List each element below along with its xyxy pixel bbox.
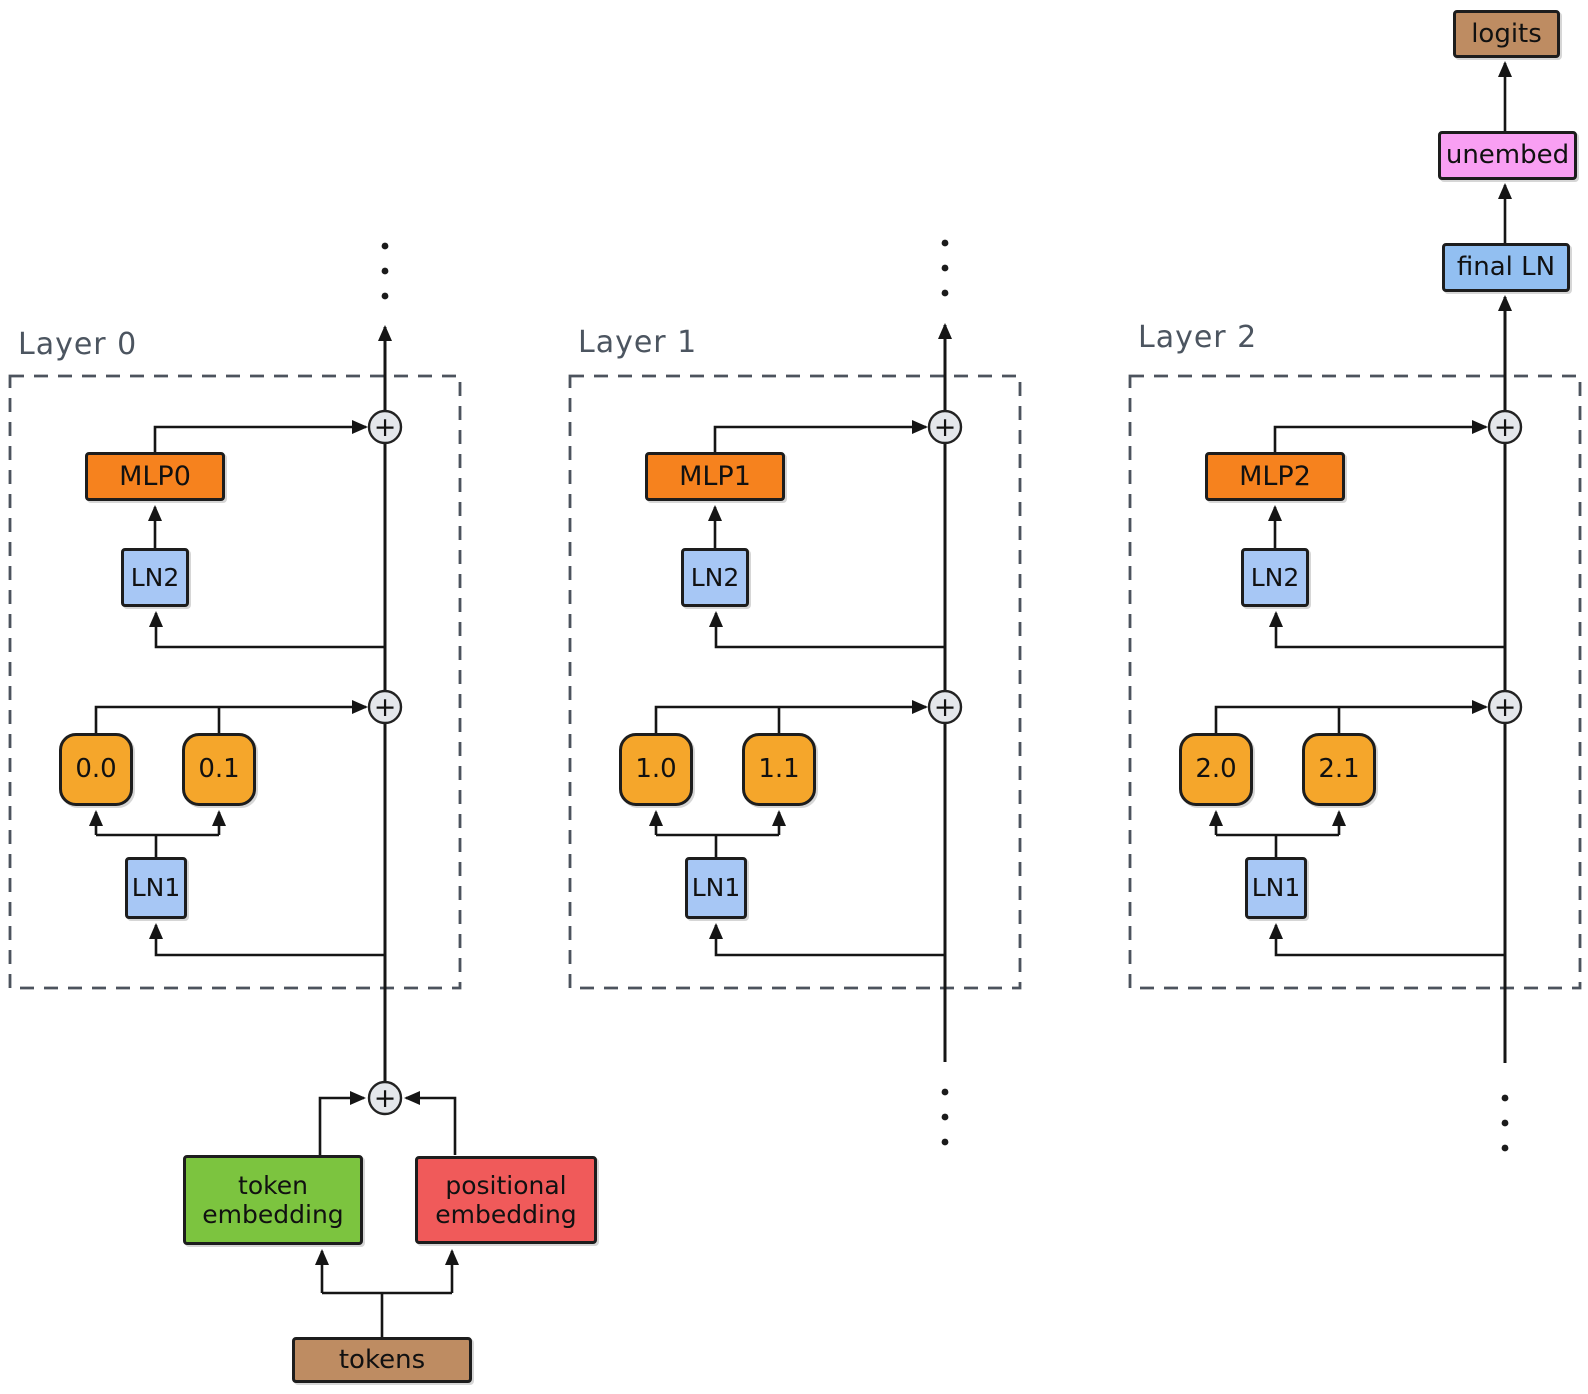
layer-1-mlp-output-wire [713, 420, 928, 452]
plus-circle-icon: + [927, 409, 963, 445]
plus-circle-icon: + [927, 689, 963, 725]
layer-0-ln1-output-wire [96, 833, 219, 857]
positional-embedding-output-wire [404, 1091, 457, 1155]
layer-1-ln1-input-wire [709, 923, 945, 957]
logits-box: logits [1453, 10, 1560, 58]
layer-2-ln2-input-wire [1269, 611, 1505, 649]
positional-embedding-box: positional embedding [415, 1156, 597, 1244]
token-embedding-output-wire [318, 1091, 366, 1155]
layer-0-ln2-box: LN2 [121, 548, 189, 607]
layer-2-ln1-box: LN1 [1245, 857, 1307, 919]
plus-circle-icon: + [367, 409, 403, 445]
tokens-output-wire [322, 1291, 452, 1337]
layer-0-ln1-input-wire [149, 923, 385, 957]
final-ln-box: final LN [1442, 243, 1570, 292]
layer-2-ln2-box: LN2 [1241, 548, 1309, 607]
plus-circle-icon: + [1487, 689, 1523, 725]
layer-2-dashed-box [1128, 374, 1582, 990]
layer-0-mlp-box: MLP0 [85, 452, 225, 501]
layer-2-label: Layer 2 [1138, 320, 1258, 355]
layer-2-head-1-box: 2.1 [1302, 733, 1376, 806]
layer-0-label: Layer 0 [18, 327, 138, 362]
layer-1-head-1-box: 1.1 [742, 733, 816, 806]
layer-2-wiring: + + [1128, 295, 1582, 1152]
token-embedding-box: token embedding [183, 1155, 363, 1245]
embedding-wiring: + [315, 1080, 459, 1337]
layer-2-ln1-input-wire [1269, 923, 1505, 957]
vertical-ellipsis-dots [1501, 1094, 1509, 1152]
svg-text:+: + [374, 692, 397, 723]
plus-circle-icon: + [367, 1080, 403, 1116]
svg-text:+: + [934, 412, 957, 443]
layer-0-ln1-box: LN1 [125, 857, 187, 919]
vertical-ellipsis-dots [941, 239, 949, 297]
layer-1-dashed-box [568, 374, 1022, 990]
layer-0-wiring: + + [8, 242, 462, 1082]
plus-circle-icon: + [367, 689, 403, 725]
layer-0-mlp-output-wire [153, 420, 368, 452]
layer-2-mlp-output-wire [1273, 420, 1488, 452]
layer-1-mlp-box: MLP1 [645, 452, 785, 501]
plus-circle-icon: + [1487, 409, 1523, 445]
layer-2-ln1-output-wire [1216, 833, 1339, 857]
vertical-ellipsis-dots [381, 242, 389, 300]
layer-0-attention-output-wire [94, 700, 368, 733]
layer-0-ln2-input-wire [149, 611, 385, 649]
layer-1-ln2-input-wire [709, 611, 945, 649]
layer-2-mlp-box: MLP2 [1205, 452, 1345, 501]
svg-text:+: + [934, 692, 957, 723]
layer-1-wiring: + + [568, 239, 1022, 1146]
svg-text:+: + [374, 1083, 397, 1114]
layer-2-head-0-box: 2.0 [1179, 733, 1253, 806]
vertical-ellipsis-dots [941, 1088, 949, 1146]
unembed-box: unembed [1438, 131, 1577, 180]
layer-1-ln2-box: LN2 [681, 548, 749, 607]
tokens-box: tokens [292, 1337, 472, 1383]
layer-0-dashed-box [8, 374, 462, 990]
layer-1-attention-output-wire [654, 700, 928, 733]
svg-text:+: + [374, 412, 397, 443]
layer-1-label: Layer 1 [578, 325, 698, 360]
layer-2-attention-output-wire [1214, 700, 1488, 733]
layer-1-ln1-output-wire [656, 833, 779, 857]
layer-0-head-0-box: 0.0 [59, 733, 133, 806]
svg-text:+: + [1494, 412, 1517, 443]
layer-1-head-0-box: 1.0 [619, 733, 693, 806]
svg-text:+: + [1494, 692, 1517, 723]
layer-0-head-1-box: 0.1 [182, 733, 256, 806]
layer-1-ln1-box: LN1 [685, 857, 747, 919]
